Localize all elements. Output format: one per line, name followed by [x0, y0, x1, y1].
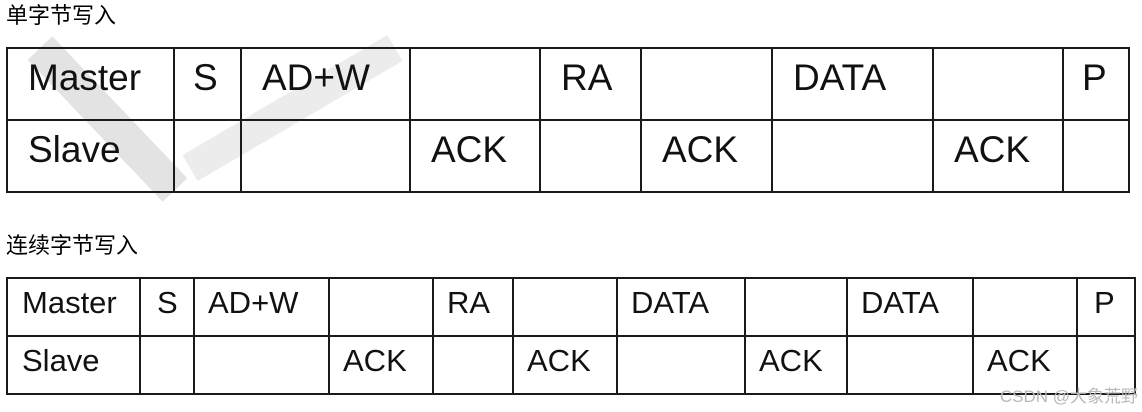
multi-byte-write-sequence-table: Master S AD+W RA DATA DATA P Slave ACK A… — [6, 277, 1136, 395]
cell-empty — [771, 119, 934, 193]
cell-empty — [193, 335, 330, 395]
row-label-slave: Slave — [6, 335, 141, 395]
cell-register-address: RA — [539, 47, 642, 121]
master-row: Master S AD+W RA DATA DATA P — [6, 277, 1136, 337]
cell-empty — [846, 335, 974, 395]
cell-data: DATA — [616, 277, 746, 337]
cell-ack: ACK — [972, 335, 1078, 395]
section-title-multi-byte-write: 连续字节写入 — [6, 234, 139, 259]
cell-empty — [1062, 119, 1130, 193]
cell-ack: ACK — [932, 119, 1064, 193]
cell-empty — [972, 277, 1078, 337]
cell-empty — [640, 47, 773, 121]
slave-row: Slave ACK ACK ACK — [6, 119, 1130, 193]
master-row: Master S AD+W RA DATA P — [6, 47, 1130, 121]
cell-data: DATA — [771, 47, 934, 121]
cell-ack: ACK — [328, 335, 434, 395]
csdn-watermark: CSDN @大象荒野 — [999, 387, 1138, 406]
cell-empty — [173, 119, 242, 193]
cell-empty — [432, 335, 514, 395]
cell-empty — [616, 335, 746, 395]
cell-ack: ACK — [512, 335, 618, 395]
single-byte-write-sequence-table: Master S AD+W RA DATA P Slave ACK ACK AC… — [6, 47, 1130, 193]
cell-data: DATA — [846, 277, 974, 337]
row-label-master: Master — [6, 277, 141, 337]
cell-empty — [539, 119, 642, 193]
cell-ack: ACK — [409, 119, 541, 193]
slave-row: Slave ACK ACK ACK ACK — [6, 335, 1136, 395]
cell-ack: ACK — [744, 335, 848, 395]
cell-register-address: RA — [432, 277, 514, 337]
section-title-single-byte-write: 单字节写入 — [6, 4, 117, 29]
cell-start: S — [173, 47, 242, 121]
cell-start: S — [139, 277, 195, 337]
row-label-slave: Slave — [6, 119, 175, 193]
cell-ack: ACK — [640, 119, 773, 193]
cell-address-write: AD+W — [240, 47, 411, 121]
cell-empty — [512, 277, 618, 337]
cell-empty — [139, 335, 195, 395]
cell-address-write: AD+W — [193, 277, 330, 337]
row-label-master: Master — [6, 47, 175, 121]
cell-empty — [328, 277, 434, 337]
cell-stop: P — [1076, 277, 1136, 337]
cell-empty — [744, 277, 848, 337]
cell-empty — [1076, 335, 1136, 395]
cell-empty — [409, 47, 541, 121]
cell-empty — [932, 47, 1064, 121]
cell-stop: P — [1062, 47, 1130, 121]
cell-empty — [240, 119, 411, 193]
